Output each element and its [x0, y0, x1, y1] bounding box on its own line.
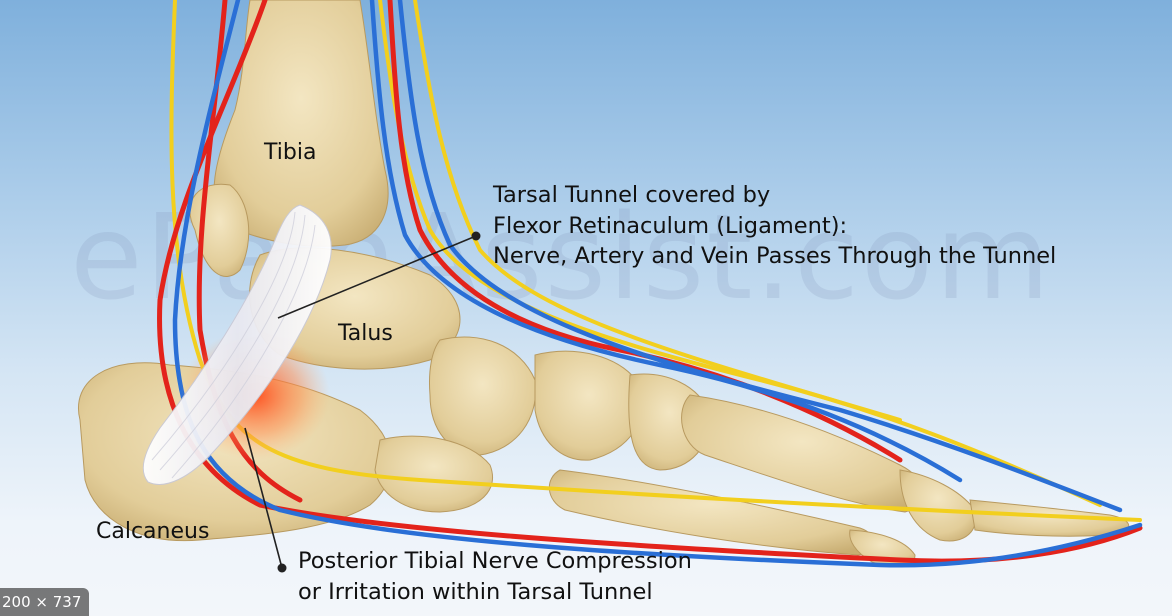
flexor-retinaculum-ligament [142, 204, 332, 485]
cuboid-bone [374, 435, 493, 513]
tunnel-leader-line [277, 235, 477, 319]
callout-tarsal-tunnel-line-2: Flexor Retinaculum (Ligament): [493, 212, 848, 239]
image-size-badge: 200 × 737 [0, 588, 90, 616]
tunnel-leader-dot [471, 231, 481, 241]
metatarsal-1 [681, 394, 924, 513]
callout-nerve-compression: Posterior Tibial Nerve Compression or Ir… [298, 546, 692, 607]
compression-leader-dot [277, 563, 287, 573]
callout-tarsal-tunnel: Tarsal Tunnel covered by Flexor Retinacu… [493, 180, 1056, 272]
label-tibia: Tibia [264, 140, 317, 165]
ligament-fibers [151, 211, 316, 479]
callout-nerve-compression-line-2: or Irritation within Tarsal Tunnel [298, 578, 653, 605]
phalanx-1 [899, 469, 977, 542]
compression-leader-line [244, 427, 283, 569]
label-calcaneus: Calcaneus [96, 519, 210, 544]
callout-tarsal-tunnel-line-1: Tarsal Tunnel covered by [493, 182, 771, 208]
metatarsal-2 [548, 469, 875, 556]
callout-nerve-compression-line-1: Posterior Tibial Nerve Compression [298, 548, 692, 574]
navicular-bone [429, 336, 537, 456]
callout-tarsal-tunnel-line-3: Nerve, Artery and Vein Passes Through th… [493, 243, 1057, 270]
label-talus: Talus [338, 321, 393, 346]
vein-group [172, 0, 1143, 568]
cuneiform-bone-1 [534, 350, 644, 461]
